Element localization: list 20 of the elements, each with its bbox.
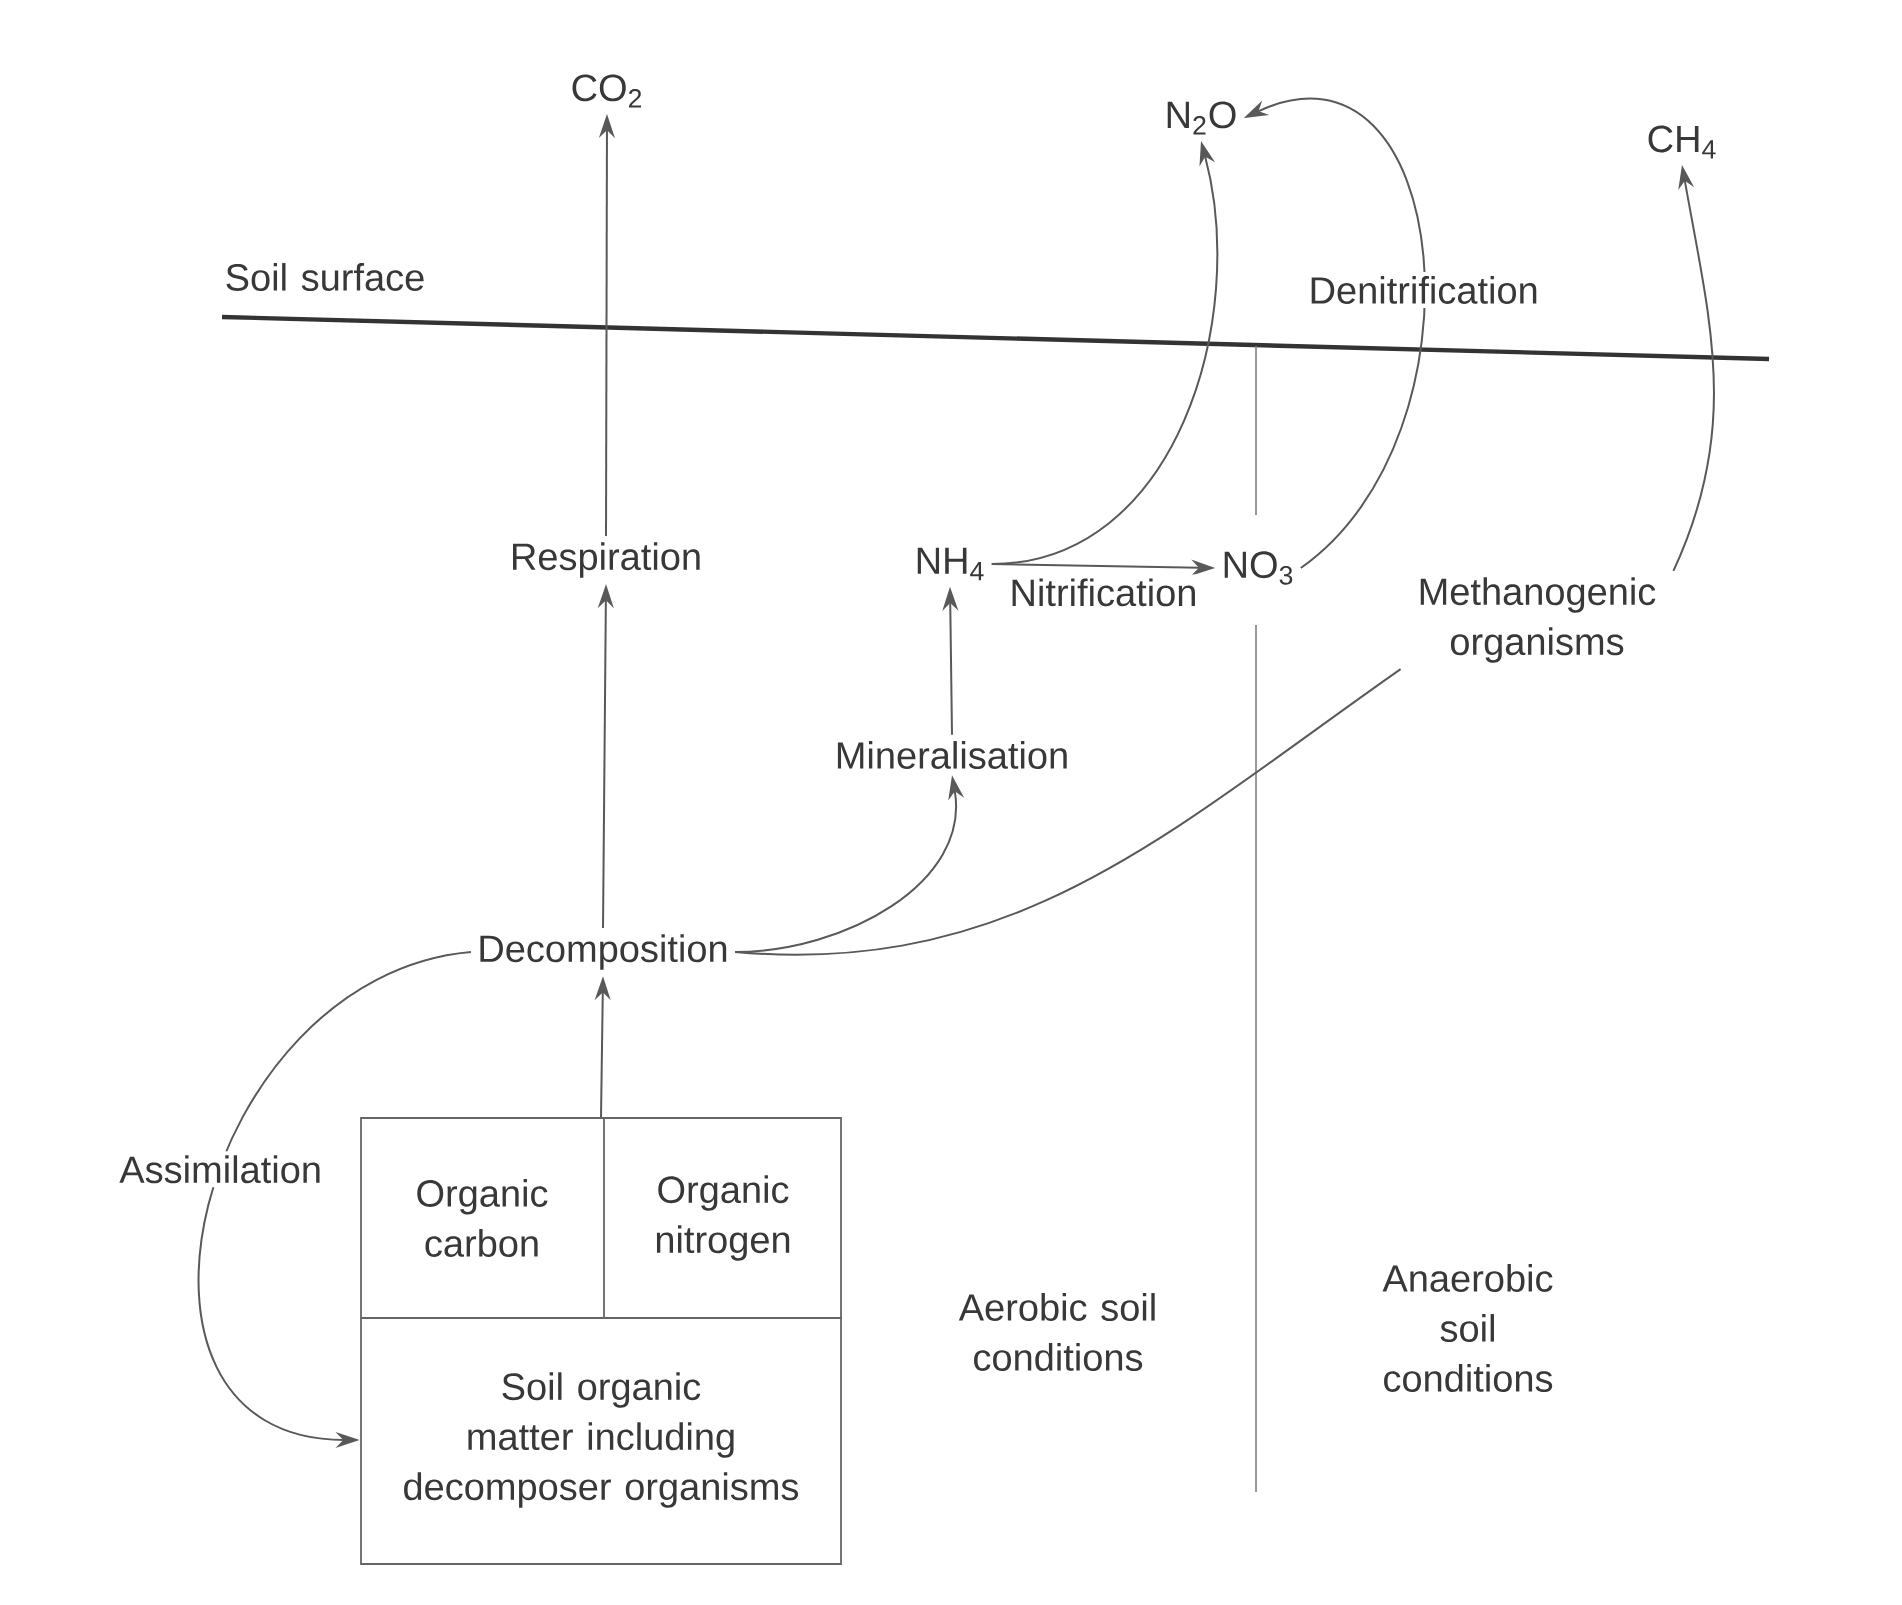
table-box bbox=[360, 1117, 843, 1565]
process-label: Respiration bbox=[513, 542, 700, 578]
process-label: Methanogenic organisms bbox=[1420, 577, 1656, 663]
edge-label: Denitrification bbox=[1304, 272, 1543, 308]
gas-label: CH$_{4}$ bbox=[1648, 125, 1716, 159]
gas-label: NO$_{3}$ bbox=[1224, 551, 1293, 585]
region-label: Aerobic soil conditions bbox=[958, 1293, 1155, 1371]
region-label: Soil surface bbox=[226, 263, 424, 291]
process-label: Mineralisation bbox=[837, 741, 1067, 769]
cell-text: Organic nitrogen bbox=[656, 1175, 790, 1261]
cell-text: Soil organic matter including decomposer organisms bbox=[404, 1372, 799, 1508]
gas-label: CO$_{2}$ bbox=[572, 74, 642, 108]
connector-line bbox=[734, 668, 1402, 956]
process-label: Decomposition bbox=[480, 934, 727, 970]
edge-label: Assimilation bbox=[115, 1151, 326, 1188]
gas-label: N$_{2}$O bbox=[1167, 101, 1236, 135]
edge-label: Nitrification bbox=[1005, 574, 1202, 611]
cell-text: Organic carbon bbox=[417, 1179, 548, 1257]
gas-label: NH$_{4}$ bbox=[917, 547, 984, 581]
region-label: Anaerobic soil conditions bbox=[1382, 1264, 1553, 1392]
